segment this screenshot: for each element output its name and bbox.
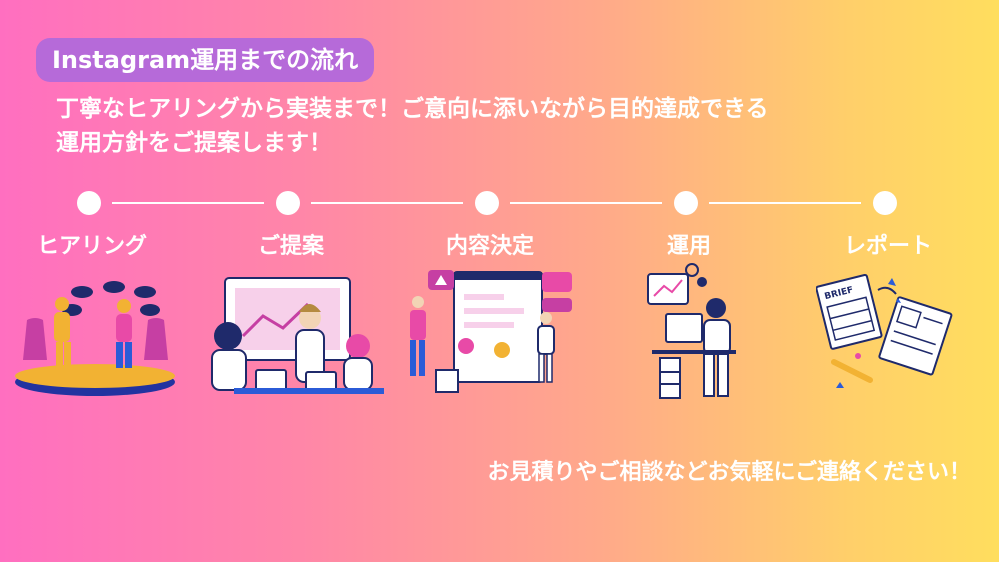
subtitle-line-2: 運用方針をご提案します！ [56,130,332,156]
timeline-dot-decision [475,191,499,215]
timeline-connector [311,202,463,204]
operation-desk-illustration [647,263,736,399]
step-label-hearing: ヒアリング [36,234,147,259]
timeline-dot-hearing [77,191,101,215]
report-documents-illustration: BRIEF [816,273,953,388]
step-label-decision: 内容決定 [445,234,534,259]
page-title: Instagram運用までの流れ [36,38,375,82]
timeline-connector [709,202,861,204]
hearing-meeting-illustration [15,281,175,396]
content-decision-illustration [410,270,572,393]
step-label-proposal: ご提案 [257,234,324,259]
proposal-presentation-illustration [211,277,384,394]
subtitle-line-1: 丁寧なヒアリングから実装まで！ご意向に添いながら目的達成できる [56,96,769,122]
timeline-dot-report [873,191,897,215]
step-label-operation: 運用 [666,234,711,259]
contact-cta: お見積りやご相談などお気軽にご連絡ください！ [487,460,971,485]
timeline-dot-operation [674,191,698,215]
page-subtitle: 丁寧なヒアリングから実装まで！ご意向に添いながら目的達成できる 運用方針をご提案… [56,92,916,160]
process-timeline [0,190,999,220]
step-label-report: レポート [843,234,932,259]
timeline-dot-proposal [276,191,300,215]
timeline-connector [510,202,662,204]
timeline-connector [112,202,264,204]
